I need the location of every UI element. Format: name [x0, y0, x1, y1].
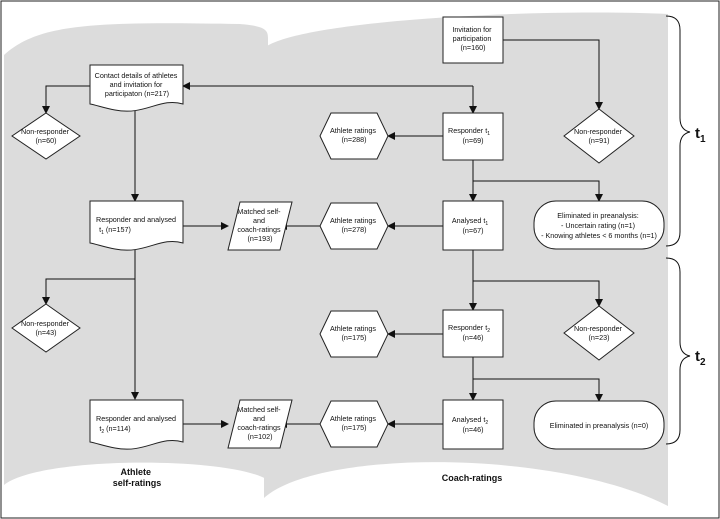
nonresponder-91-diamond: Non-responder (n=91): [563, 108, 635, 164]
svg-text:Responder and analysed t: Responder and analysed t2 (n=114): [96, 414, 178, 435]
responder-t1-box: Responder t1 (n=69): [442, 112, 504, 161]
edge-responder-analysed-t1-nonresponder-43: [42, 278, 135, 305]
edges: [42, 39, 603, 428]
responder-t2-box: Responder t2 (n=46): [442, 309, 504, 358]
eliminated-preanalysis-2-box: Eliminated in preanalysis (n=0): [533, 400, 665, 450]
edge-responder-t1-eliminated-1: [473, 180, 603, 202]
edge-analysed-t1-nonresponder-23: [473, 280, 603, 307]
brace-t1: [665, 15, 691, 247]
svg-text:Athlete ratings (n=288): Athlete ratings (n=288): [330, 126, 378, 144]
svg-text:Responder t1 (n=69): Responder t1 (n=69): [448, 126, 492, 145]
athlete-ratings-288-hexagon: Athlete ratings (n=288): [319, 112, 389, 160]
svg-text:Responder t2 (n=46): Responder t2 (n=46): [448, 323, 492, 342]
svg-text:Invitation for participa: Invitation for participation (n=160): [452, 25, 493, 52]
athlete-column-title: Athlete self-ratings: [113, 467, 162, 488]
analysed-t1-box: Analysed t1 (n=67): [442, 200, 504, 251]
athlete-ratings-278-hexagon: Athlete ratings (n=278): [319, 202, 389, 250]
svg-text:Matched self- and: Matched self- and coach-ratings (n=193): [237, 207, 282, 243]
svg-text:Non-responder (n=43): Non-responder (n=43): [21, 319, 71, 337]
matched-193-parallelogram: Matched self- and coach-ratings (n=193): [227, 201, 293, 251]
svg-text:Athlete ratings (n=175): Athlete ratings (n=175): [330, 414, 378, 432]
svg-text:Athlete ratings (n=175): Athlete ratings (n=175): [330, 324, 378, 342]
svg-text:Non-responder (n=23): Non-responder (n=23): [574, 324, 624, 342]
nonresponder-23-diamond: Non-responder (n=23): [563, 305, 635, 361]
svg-text:Eliminated in preanalysis (n=0: Eliminated in preanalysis (n=0): [550, 421, 648, 430]
athlete-ratings-175a-hexagon: Athlete ratings (n=175): [319, 310, 389, 358]
brace-t2: [665, 257, 691, 445]
svg-text:Athlete ratings (n=278): Athlete ratings (n=278): [330, 216, 378, 234]
analysed-t2-box: Analysed t2 (n=46): [442, 399, 504, 450]
svg-text:Non-responder (n=91): Non-responder (n=91): [574, 127, 624, 145]
nonresponder-60-diamond: Non-responder (n=60): [11, 112, 81, 160]
athlete-ratings-175b-hexagon: Athlete ratings (n=175): [319, 400, 389, 448]
svg-text:Eliminated in preanalysis:: Eliminated in preanalysis: - Uncertain r…: [541, 211, 657, 240]
svg-text:Responder and analysed t: Responder and analysed t1 (n=157): [96, 215, 178, 236]
responder-analysed-t1-document: Responder and analysed t1 (n=157): [89, 200, 184, 251]
contact-details-document: Contact details of athletes and invitati…: [89, 64, 184, 112]
svg-text:Analysed t1 (n=67): Analysed t1 (n=67): [452, 216, 490, 235]
svg-text:Contact details of athletes: Contact details of athletes and invitati…: [95, 71, 180, 98]
responder-analysed-t2-document: Responder and analysed t2 (n=114): [89, 399, 184, 450]
coach-column-title: Coach-ratings: [442, 473, 503, 483]
timepoint-t1-label: t1: [695, 125, 706, 145]
svg-text:Analysed t2 (n=46): Analysed t2 (n=46): [452, 415, 490, 434]
invitation-box: Invitation for participation (n=160): [442, 16, 504, 64]
nonresponder-43-diamond: Non-responder (n=43): [11, 303, 81, 353]
timepoint-t2-label: t2: [695, 348, 706, 368]
svg-text:Non-responder (n=60): Non-responder (n=60): [21, 127, 71, 145]
edge-invitation-nonresponder-91: [503, 39, 603, 110]
svg-text:Matched self- and: Matched self- and coach-ratings (n=102): [237, 405, 282, 441]
eliminated-preanalysis-1-box: Eliminated in preanalysis: - Uncertain r…: [533, 200, 665, 250]
matched-102-parallelogram: Matched self- and coach-ratings (n=102): [227, 399, 293, 449]
edge-contact-nonresponder-60: [42, 85, 90, 114]
edge-responder-t2-eliminated-2: [473, 378, 603, 402]
